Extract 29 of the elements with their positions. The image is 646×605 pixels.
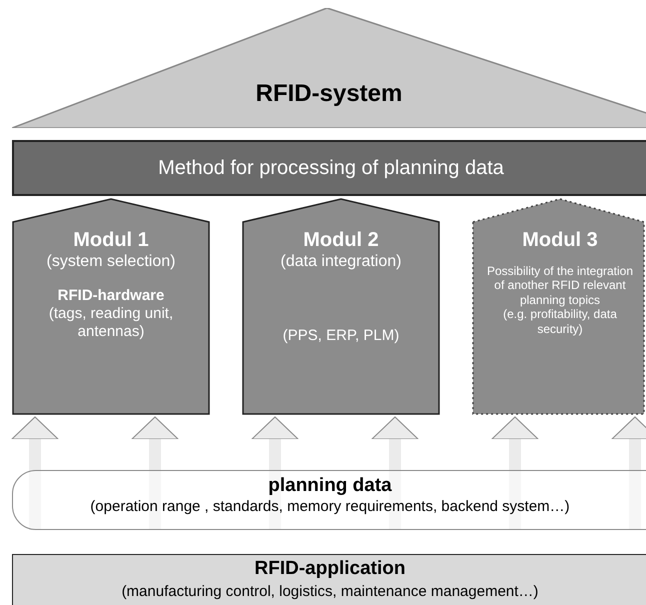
block-arrow <box>612 416 646 530</box>
data-band <box>12 470 646 530</box>
component-list: (tags, reading unit, antennas) <box>21 305 201 342</box>
module-panel <box>12 198 210 415</box>
module-subtitle: (data integration) <box>280 252 402 272</box>
base-title: RFID-application <box>254 558 406 581</box>
header-bar <box>12 140 646 196</box>
module-subtitle: (system selection) <box>46 252 176 272</box>
title-text: RFID-system <box>256 80 402 109</box>
block-arrow <box>132 416 178 530</box>
module-title: Modul 3 <box>522 228 598 252</box>
base-bar <box>12 554 646 605</box>
module-title: Modul 2 <box>303 228 379 252</box>
module-panel <box>472 198 645 415</box>
module-description: Possibility of the integration of another RFID relevant planning topics <box>486 264 634 308</box>
block-arrow <box>492 416 538 530</box>
block-arrow <box>12 416 58 530</box>
base-description: (manufacturing control, logistics, maintenance management…) <box>122 582 538 601</box>
block-arrow <box>252 416 298 530</box>
block-arrow <box>372 416 418 530</box>
roof-panel <box>12 8 646 128</box>
heading-text: Method for processing of planning data <box>158 156 504 180</box>
module-panel <box>242 198 440 415</box>
band-title: planning data <box>268 475 392 498</box>
band-description: (operation range , standards, memory requirements, backend system…) <box>90 498 570 516</box>
component-title: RFID-hardware <box>58 287 164 306</box>
component-list: (PPS, ERP, PLM) <box>282 327 400 346</box>
module-title: Modul 1 <box>73 228 149 252</box>
example-list: (e.g. profitability, data security) <box>485 307 635 336</box>
